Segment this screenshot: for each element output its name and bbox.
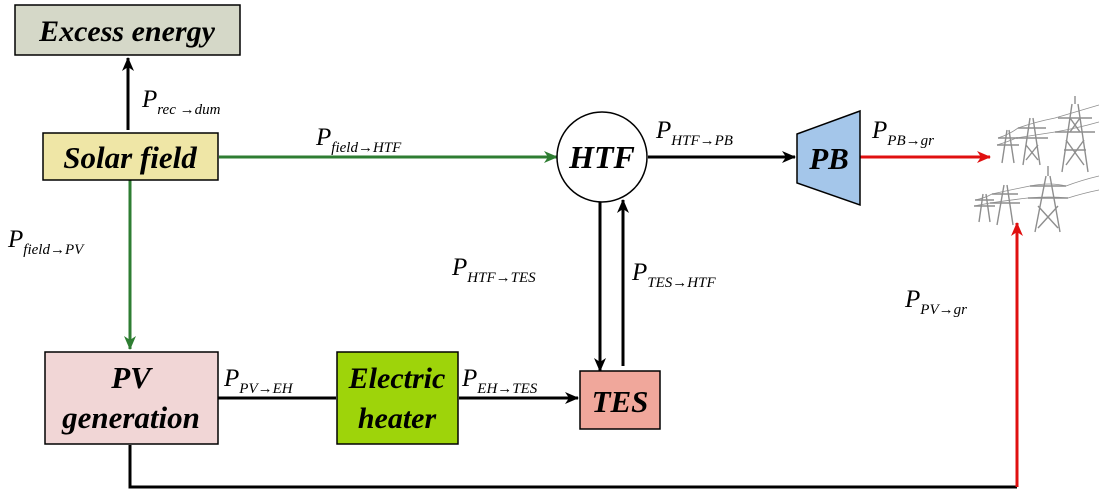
- solar-field-box: Solar field: [43, 133, 218, 180]
- flow-label-pb-gr: PPB→gr: [871, 117, 934, 149]
- tes-label: TES: [592, 384, 649, 419]
- pb-label: PB: [808, 141, 849, 176]
- flow-label-field-pv: Pfield→PV: [7, 226, 85, 258]
- htf-label: HTF: [568, 139, 635, 175]
- excess-energy-box: Excess energy: [15, 5, 240, 55]
- flow-label-htf-tes: PHTF→TES: [451, 254, 536, 286]
- pv-generation-label-line1: PV: [110, 360, 153, 395]
- solar-field-label: Solar field: [63, 140, 197, 175]
- flow-label-pv-eh: PPV→EH: [223, 365, 294, 397]
- flow-pv-gr-arrow: [130, 223, 1017, 487]
- flow-label-pv-gr: PPV→gr: [904, 286, 967, 318]
- electric-heater-label-line2: heater: [358, 402, 437, 435]
- tes-box: TES: [580, 371, 660, 429]
- electric-heater-box: Electric heater: [337, 352, 458, 444]
- power-transmission-towers-icon: [974, 96, 1099, 232]
- flow-label-htf-pb: PHTF→PB: [655, 117, 733, 149]
- flow-label-rec-dum: Prec →dum: [141, 86, 221, 118]
- power-block-node: PB: [797, 111, 860, 205]
- pv-generation-box: PV generation: [45, 352, 218, 444]
- flow-label-field-htf: Pfield→HTF: [315, 124, 402, 156]
- pv-generation-label-line2: generation: [61, 400, 200, 435]
- flow-label-tes-htf: PTES→HTF: [631, 259, 716, 291]
- htf-node: HTF: [557, 112, 647, 202]
- electric-heater-label-line1: Electric: [348, 362, 446, 395]
- flow-label-eh-tes: PEH→TES: [461, 365, 538, 397]
- excess-energy-label: Excess energy: [38, 15, 215, 48]
